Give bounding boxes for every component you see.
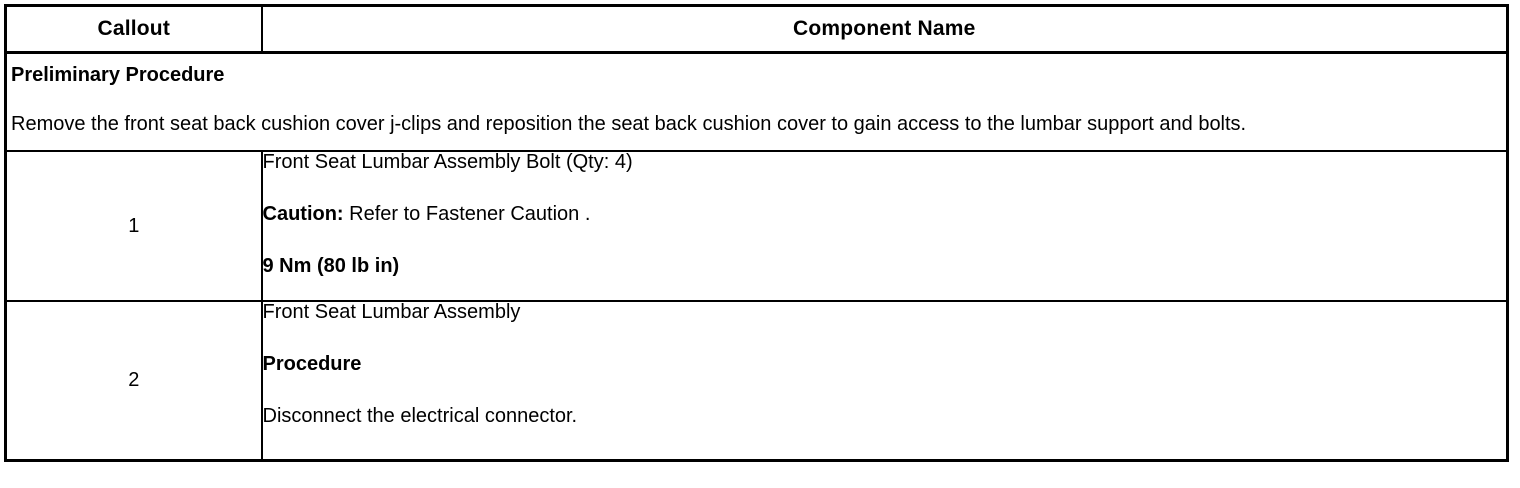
column-header-component-name: Component Name: [261, 5, 1508, 54]
component-description-cell: Front Seat Lumbar Assembly Bolt (Qty: 4)…: [261, 151, 1508, 303]
callout-number: 2: [5, 301, 263, 461]
service-procedure-table: Callout Component Name Preliminary Proce…: [4, 4, 1509, 463]
preliminary-procedure-body: Remove the front seat back cushion cover…: [11, 113, 1247, 136]
service-procedure-table-container: Callout Component Name Preliminary Proce…: [4, 4, 1509, 485]
table-body: Preliminary Procedure Remove the front s…: [5, 52, 1508, 461]
component-line: Caution: Refer to Fastener Caution .: [263, 204, 1507, 225]
procedure-step-text: Disconnect the electrical connector.: [262, 405, 578, 428]
procedure-label: Procedure: [263, 354, 1507, 375]
component-line-text: Front Seat Lumbar Assembly Bolt (Qty: 4): [262, 151, 633, 174]
callout-number: 1: [5, 151, 263, 303]
torque-spec: 9 Nm (80 lb in): [263, 256, 1507, 277]
preliminary-procedure-cell: Preliminary Procedure Remove the front s…: [5, 52, 1508, 153]
torque-spec-text: 9 Nm (80 lb in): [262, 255, 400, 278]
table-row: 1 Front Seat Lumbar Assembly Bolt (Qty: …: [5, 151, 1508, 303]
component-line-text: Front Seat Lumbar Assembly: [262, 301, 521, 324]
procedure-label-text: Procedure: [262, 353, 362, 376]
table-row: 2 Front Seat Lumbar Assembly Procedure D…: [5, 301, 1508, 461]
procedure-step: Disconnect the electrical connector.: [263, 406, 1507, 427]
column-header-callout: Callout: [5, 5, 263, 54]
caution-text: Refer to Fastener Caution .: [349, 203, 591, 226]
component-line: Front Seat Lumbar Assembly: [263, 302, 1507, 323]
component-description-cell: Front Seat Lumbar Assembly Procedure Dis…: [262, 301, 1508, 461]
component-line: Front Seat Lumbar Assembly Bolt (Qty: 4): [263, 152, 1507, 173]
table-header: Callout Component Name: [5, 5, 1508, 54]
preliminary-procedure-row: Preliminary Procedure Remove the front s…: [5, 52, 1508, 153]
table-header-row: Callout Component Name: [5, 5, 1508, 54]
preliminary-procedure-title: Preliminary Procedure: [11, 64, 225, 86]
caution-label: Caution:: [262, 203, 344, 226]
